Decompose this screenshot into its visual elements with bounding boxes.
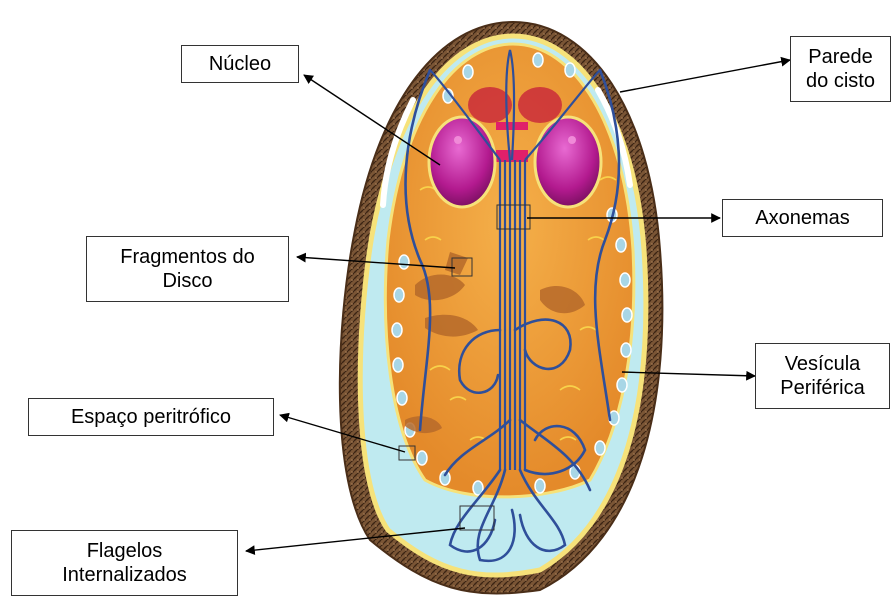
nucleus-right <box>535 117 601 207</box>
label-line: do cisto <box>806 69 875 93</box>
label-line: Parede <box>808 45 873 69</box>
label-line: Espaço peritrófico <box>71 405 231 429</box>
label-line: Internalizados <box>62 563 187 587</box>
nucleolus-right <box>568 136 576 144</box>
label-line: Axonemas <box>755 206 850 230</box>
parede-leader <box>620 60 790 92</box>
label-fragmentos-do-disco: Fragmentos do Disco <box>86 236 289 302</box>
label-vesicula-periferica: Vesícula Periférica <box>755 343 890 409</box>
label-line: Núcleo <box>209 52 271 76</box>
label-line: Flagelos <box>87 539 163 563</box>
label-espaco-peritrofico: Espaço peritrófico <box>28 398 274 436</box>
label-line: Vesícula <box>785 352 861 376</box>
label-line: Periférica <box>780 376 864 400</box>
label-line: Disco <box>162 269 212 293</box>
label-parede-do-cisto: Parede do cisto <box>790 36 891 102</box>
label-line: Fragmentos do <box>120 245 255 269</box>
label-nucleo: Núcleo <box>181 45 299 83</box>
nucleus-left <box>429 117 495 207</box>
label-axonemas: Axonemas <box>722 199 883 237</box>
nucleolus-left <box>454 136 462 144</box>
label-flagelos-internalizados: Flagelos Internalizados <box>11 530 238 596</box>
